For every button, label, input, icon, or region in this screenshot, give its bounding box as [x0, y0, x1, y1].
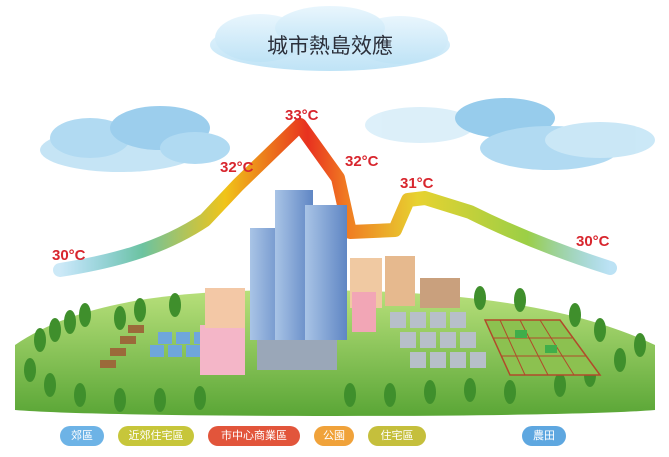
- downtown-towers: [250, 190, 347, 370]
- midrise-buildings: [350, 256, 460, 332]
- temp-label-near-right: 32°C: [345, 153, 379, 170]
- temp-label-residential: 31°C: [400, 175, 434, 192]
- cloud-right: [365, 98, 655, 170]
- temperature-curve: [53, 118, 617, 277]
- legend-item-downtown: 市中心商業區: [208, 426, 300, 446]
- pink-buildings: [200, 288, 245, 375]
- legend-item-near-suburb: 近郊住宅區: [118, 426, 194, 446]
- farmland: [483, 319, 602, 376]
- title-cloud: 城市熱島效應: [210, 6, 450, 71]
- legend-item-park: 公園: [314, 426, 354, 446]
- temp-label-downtown: 33°C: [285, 107, 319, 124]
- temp-label-near-left: 32°C: [220, 159, 254, 176]
- cloud-left: [40, 106, 230, 172]
- legend-item-farmland: 農田: [522, 426, 566, 446]
- diagram-title: 城市熱島效應: [267, 34, 393, 58]
- legend-item-suburb: 郊區: [60, 426, 104, 446]
- suburb-houses: [100, 325, 144, 368]
- near-suburb-houses: [150, 332, 208, 357]
- legend: 郊區 近郊住宅區 市中心商業區 公園 住宅區 農田: [0, 426, 669, 448]
- residential-blocks: [390, 312, 486, 368]
- trees: [24, 286, 646, 412]
- legend-item-residential: 住宅區: [368, 426, 426, 446]
- temp-label-farmland: 30°C: [576, 233, 610, 250]
- temp-label-suburb-left: 30°C: [52, 247, 86, 264]
